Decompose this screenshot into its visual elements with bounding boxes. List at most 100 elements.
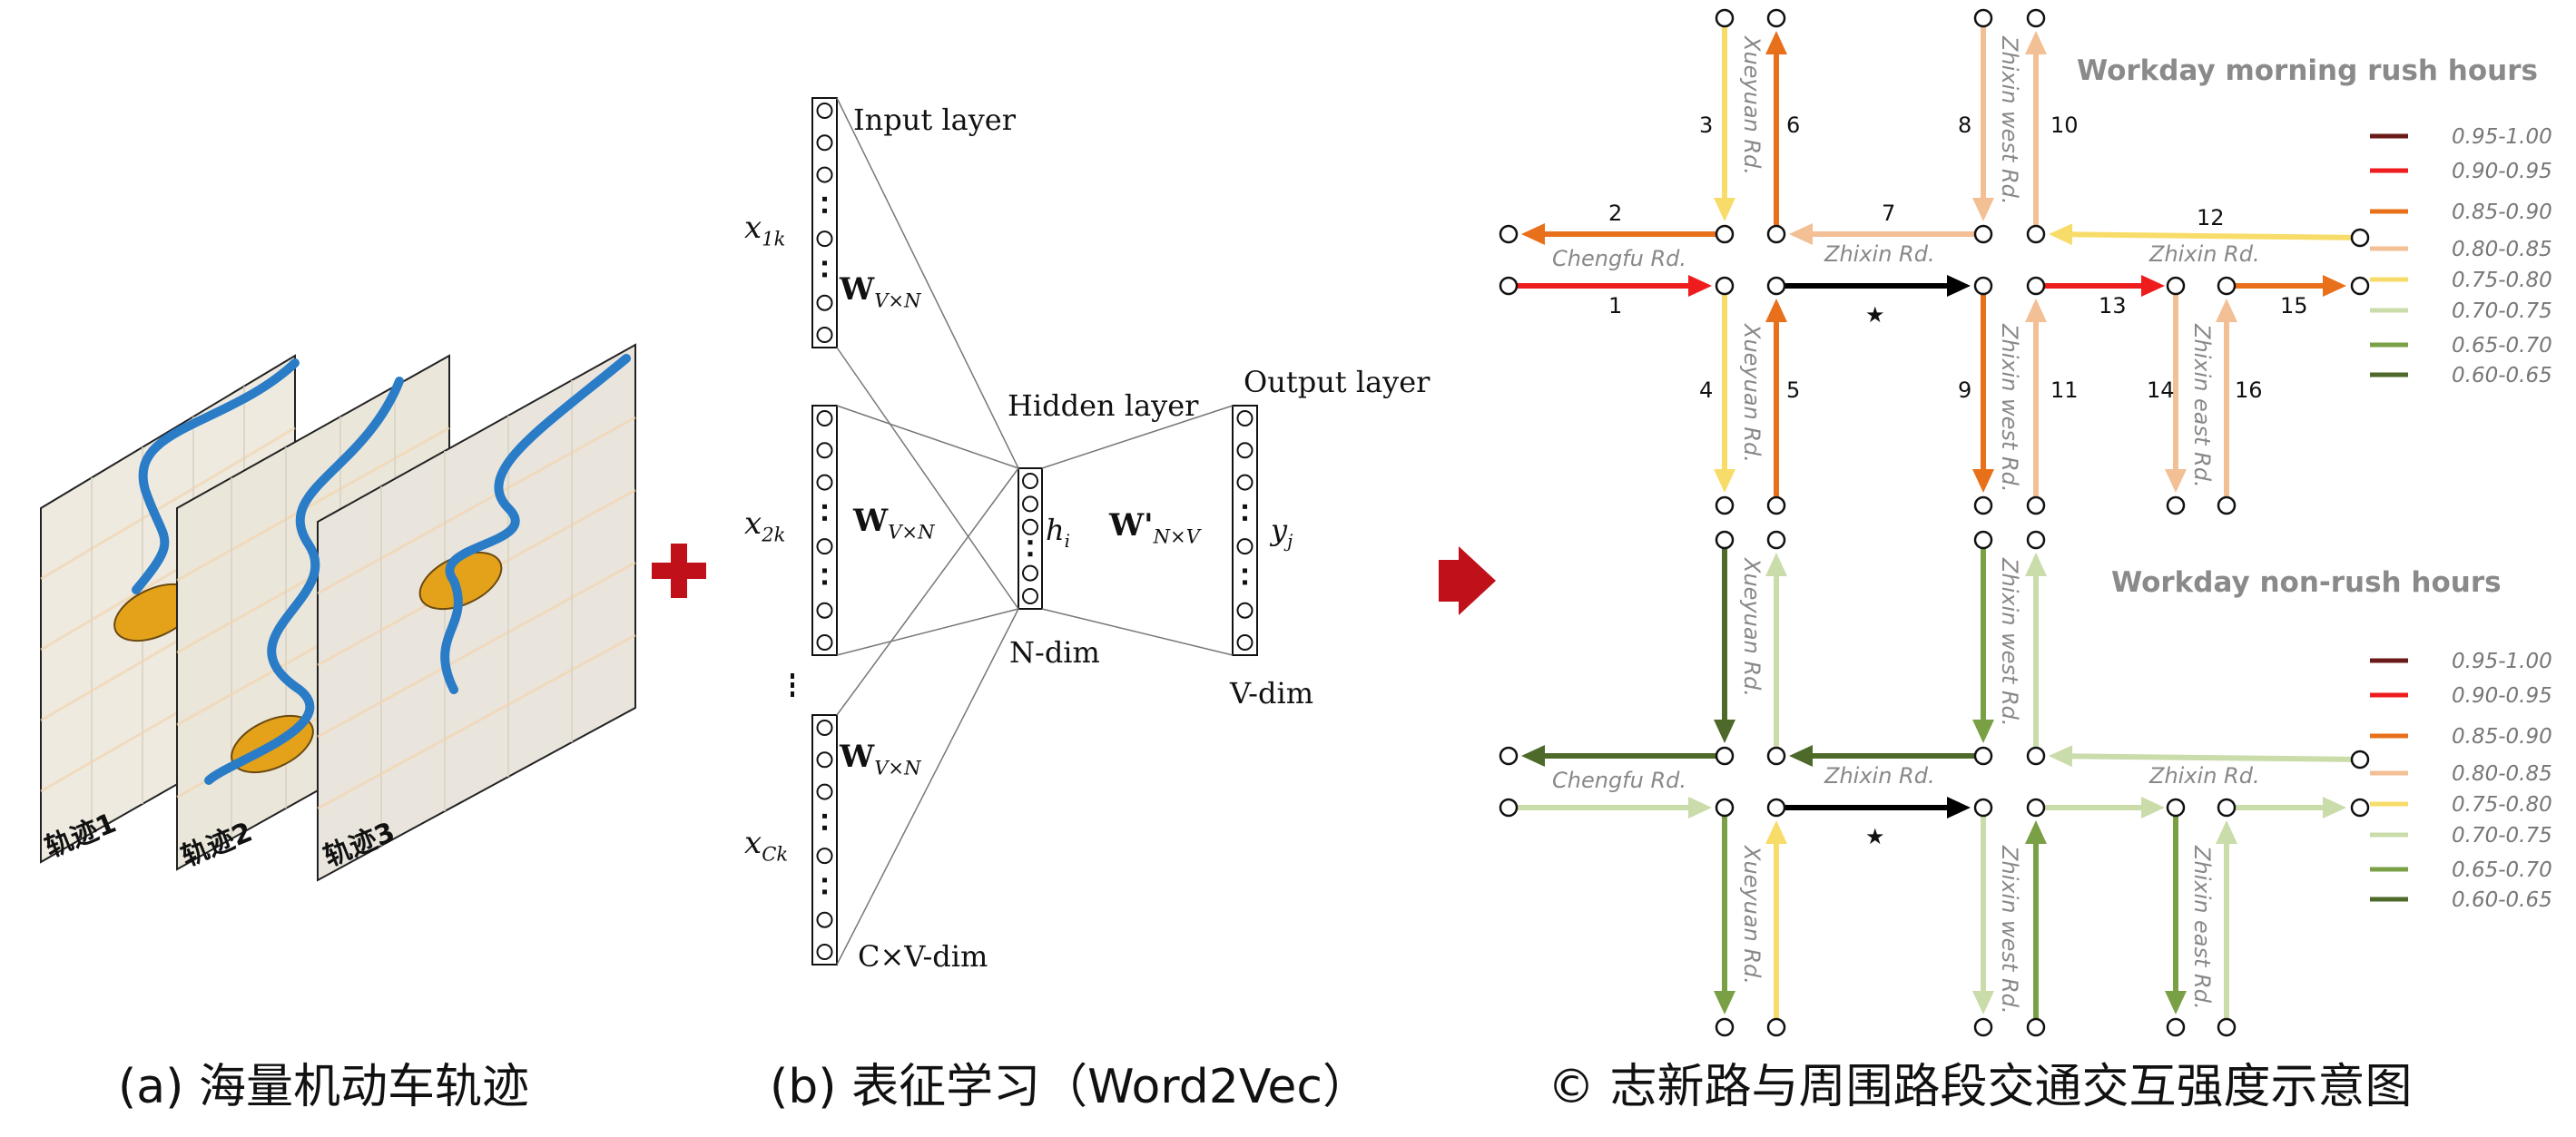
road-label-zhixin-nonrush: Zhixin Rd. <box>1824 763 1935 789</box>
legend-item-morning-6: 0.65-0.70 <box>2370 334 2552 358</box>
segment-arrowhead <box>1765 31 1787 54</box>
ellipsis-dot <box>822 825 827 830</box>
segment-11-morning <box>2025 299 2047 505</box>
road-label-xueyuan-bottom-nonrush: Xueyuan Rd. <box>1739 844 1765 985</box>
segment-15-morning <box>2227 275 2346 297</box>
segment-13-morning <box>2036 275 2165 297</box>
legend-label: 0.90-0.95 <box>2452 684 2552 708</box>
connection-line <box>1041 405 1234 469</box>
x1k-label-sub: 1k <box>762 228 785 250</box>
target-star-icon-morning: ★ <box>1865 302 1885 328</box>
legend-label: 0.90-0.95 <box>2452 160 2552 183</box>
connection-line <box>1041 608 1234 656</box>
ellipsis-dot <box>1027 540 1033 545</box>
neuron <box>816 166 833 183</box>
segment-number-12: 12 <box>2197 205 2225 230</box>
road-node <box>1499 224 1519 244</box>
road-node <box>1766 276 1786 296</box>
segment-arrowhead <box>1714 720 1735 743</box>
legend-item-morning-3: 0.80-0.85 <box>2370 238 2552 261</box>
neuron <box>1236 474 1254 491</box>
map-road <box>317 633 636 810</box>
road-label-zhixin-east-vert-morning: Zhixin east Rd. <box>2189 323 2215 488</box>
ellipsis-dot <box>822 813 827 818</box>
segment-16-morning <box>2216 299 2237 505</box>
output-yj-label-sub: j <box>1283 531 1293 552</box>
ellipsis-dot <box>1243 504 1247 509</box>
segment-14-nonrush <box>2165 808 2187 1014</box>
neuron <box>1236 410 1254 426</box>
segment-arrowhead <box>2025 820 2047 844</box>
segment-1-nonrush <box>1518 797 1712 818</box>
neuron <box>816 134 833 152</box>
weight-w-prime: W'N×V <box>1108 507 1203 548</box>
ellipsis-dot <box>1243 568 1247 573</box>
map-road <box>317 416 636 595</box>
neuron <box>816 602 833 619</box>
segment-arrowhead <box>2025 299 2047 322</box>
road-label-zhixin-west-top-nonrush: Zhixin west Rd. <box>1997 557 2022 727</box>
xck-label: xCk <box>744 825 788 866</box>
road-node <box>2166 1017 2186 1037</box>
neuron <box>1022 518 1038 535</box>
output-layer-box <box>1232 405 1258 656</box>
ellipsis-dot <box>822 889 827 895</box>
map-road <box>317 561 636 739</box>
ellipsis-dot <box>822 260 827 266</box>
neuron <box>1236 634 1254 651</box>
connection-line <box>836 467 1019 716</box>
neuron <box>1022 588 1038 604</box>
segment-2-morning <box>1521 223 1725 245</box>
legend-label: 0.75-0.80 <box>2452 793 2552 817</box>
road-label-zhixin-morning: Zhixin Rd. <box>1824 241 1935 267</box>
segment-line <box>2071 753 2361 762</box>
output-yj-label-main: y <box>1269 513 1288 547</box>
segment-12-nonrush <box>2049 745 2361 768</box>
road-node <box>2166 495 2186 515</box>
road-label-zhixin-east-nonrush: Zhixin Rd. <box>2148 763 2260 789</box>
segment-11-nonrush <box>2025 820 2047 1027</box>
weight-w-1-sub: V×N <box>874 289 922 312</box>
map-road <box>40 426 296 581</box>
legend-item-nonrush-2: 0.85-0.90 <box>2370 725 2552 749</box>
x1k-label-main: x <box>744 210 762 246</box>
road-node <box>1715 530 1735 550</box>
legend-item-nonrush-3: 0.80-0.85 <box>2370 762 2552 786</box>
connection-line <box>836 608 1019 656</box>
segment-arrowhead <box>2323 275 2346 297</box>
road-node <box>1715 746 1735 766</box>
road-node <box>2217 495 2237 515</box>
x1k-label: x1k <box>744 210 785 250</box>
x2k-label-sub: 2k <box>761 524 785 546</box>
neuron <box>816 911 833 928</box>
segment-12-morning <box>2049 223 2361 246</box>
weight-w-1-main: W <box>839 271 875 308</box>
segment-6-nonrush <box>1765 553 1787 756</box>
ellipsis-dot <box>791 682 794 688</box>
road-node <box>2026 224 2046 244</box>
trajectory-path-3 <box>440 354 631 694</box>
cv-dim-label: C×V-dim <box>858 939 988 974</box>
ellipsis-dot <box>822 568 827 573</box>
legend-label: 0.60-0.65 <box>2452 364 2552 387</box>
legend-label: 0.85-0.90 <box>2452 201 2552 224</box>
neuron <box>816 474 833 491</box>
output-yj-label: yj <box>1269 513 1293 552</box>
segment-number-2: 2 <box>1608 201 1622 226</box>
weight-w-3: WV×N <box>839 739 922 779</box>
legend-item-morning-2: 0.85-0.90 <box>2370 201 2552 224</box>
road-node <box>1499 798 1519 818</box>
segment-arrowhead <box>1765 820 1787 844</box>
segment-arrowhead <box>1521 223 1545 245</box>
ellipsis-dot <box>822 504 827 509</box>
segment-13-nonrush <box>2036 797 2165 818</box>
legend-label: 0.70-0.75 <box>2452 299 2552 323</box>
road-node <box>1715 495 1735 515</box>
weight-w-3-main: W <box>839 739 875 775</box>
neuron <box>816 751 833 769</box>
road-node <box>2350 750 2370 769</box>
segment-8-morning <box>1972 18 1994 221</box>
connection-line <box>836 347 1019 610</box>
segment-arrowhead <box>1789 223 1813 245</box>
segment-number-8: 8 <box>1958 113 1971 138</box>
